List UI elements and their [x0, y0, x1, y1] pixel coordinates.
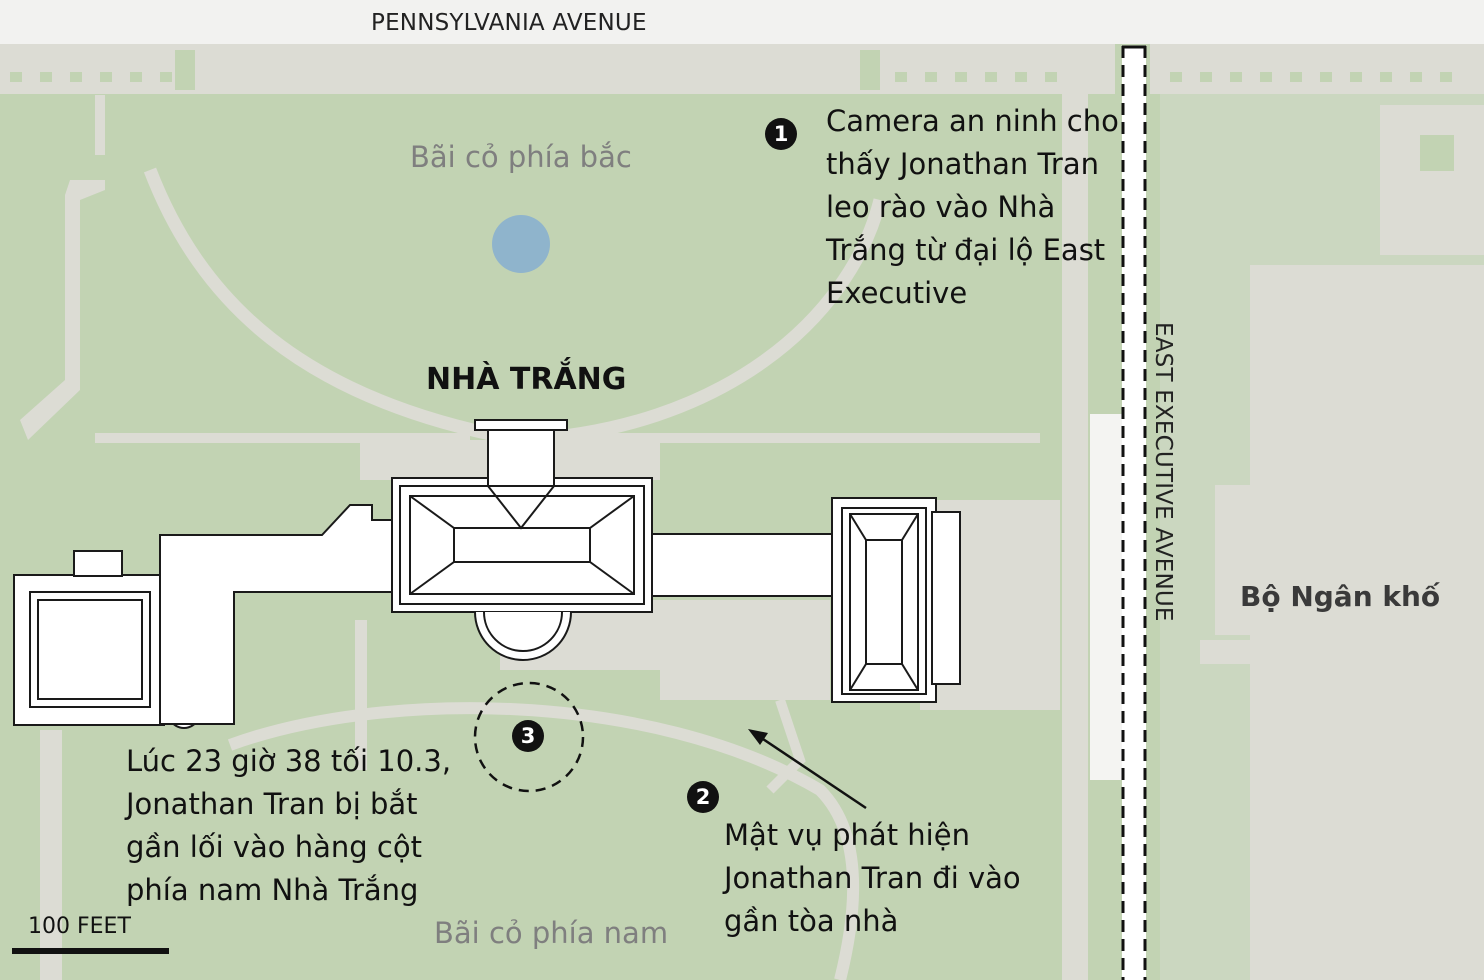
east-executive-avenue-road	[1121, 45, 1147, 980]
north-portico-steps	[474, 419, 568, 431]
northern-band-details	[10, 50, 1452, 90]
treasury-building-area	[1160, 94, 1484, 980]
annotation-marker-1: 1	[765, 118, 797, 150]
pennsylvania-avenue-road	[0, 0, 1484, 44]
north-portico	[487, 429, 555, 487]
treasury-label: Bộ Ngân khố	[1240, 580, 1441, 613]
scale-bar	[12, 948, 169, 954]
west-path	[355, 620, 367, 770]
annotation-text-3: Lúc 23 giờ 38 tối 10.3, Jonathan Tran bị…	[126, 744, 452, 907]
fountain	[492, 215, 550, 273]
pennsylvania-avenue-label: PENNSYLVANIA AVENUE	[371, 10, 647, 36]
northern-paving	[0, 44, 1484, 94]
east-wing	[831, 497, 937, 703]
west-wing-annex	[73, 550, 123, 577]
south-path	[766, 698, 806, 794]
annotation-marker-2: 2	[687, 781, 719, 813]
annotation-arrow	[759, 735, 867, 810]
white-house-complex	[13, 419, 961, 729]
arrest-location-circle	[473, 681, 585, 793]
west-paving	[20, 95, 105, 980]
east-wing-annex	[931, 511, 961, 685]
east-executive-white-strip	[1090, 414, 1122, 780]
east-executive-avenue-text: EAST EXECUTIVE AVENUE	[1150, 322, 1176, 622]
east-colonnade	[647, 533, 839, 597]
south-lawn-label: Bãi cỏ phía nam	[434, 916, 669, 950]
south-portico	[474, 611, 572, 661]
south-terrace-paving	[660, 600, 830, 700]
white-house-label: NHÀ TRẮNG	[426, 362, 627, 397]
annotation-text-1: Camera an ninh cho thấy Jonathan Tran le…	[826, 104, 1119, 310]
scale-label: 100 FEET	[28, 914, 131, 939]
annotation-marker-3: 3	[512, 720, 544, 752]
annotation-arrowhead	[748, 729, 768, 745]
east-executive-sidewalk	[1062, 94, 1088, 980]
east-executive-avenue-label: EAST EXECUTIVE AVENUE	[1146, 322, 1176, 642]
annotation-text-2: Mật vụ phát hiện Jonathan Tran đi vào gầ…	[724, 818, 1021, 938]
residence	[391, 477, 653, 613]
north-lawn-label: Bãi cỏ phía bắc	[410, 140, 632, 174]
